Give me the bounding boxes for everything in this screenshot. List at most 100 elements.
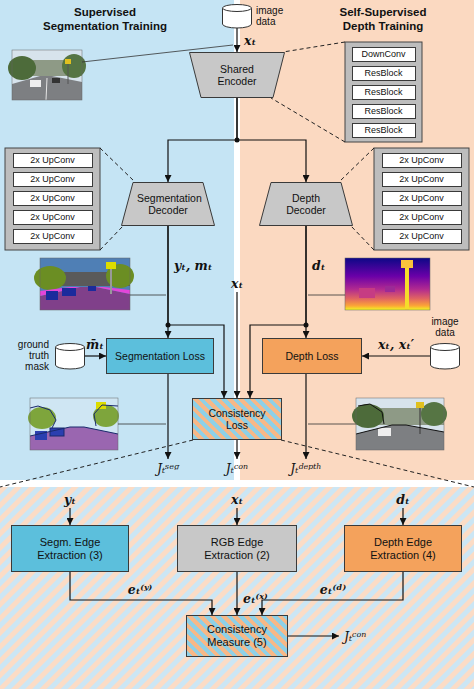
street-photo (65, 59, 71, 64)
loss-symbol: Jₜˢᵉᵍ (157, 461, 179, 476)
junction-dot (166, 138, 309, 328)
segmentation-image (46, 291, 58, 300)
node-label: Depth Decoder (275, 192, 337, 216)
street-photo (46, 78, 47, 100)
data-flow-arrow (70, 572, 212, 615)
callout-dashed-line (283, 42, 345, 52)
data-flow-arrow (262, 572, 403, 615)
node-label: 2x UpConv (30, 193, 75, 203)
segmentation-edge-image (30, 427, 118, 436)
signal-arrow (69, 508, 70, 525)
label-anchor: yₜ (64, 492, 76, 507)
layer-box: 2x UpConv (382, 191, 462, 206)
street-photo (356, 425, 444, 450)
segmentation-image (34, 266, 66, 290)
cylinder-shape (430, 343, 460, 369)
depth-image (345, 258, 430, 310)
signal-symbol: xₜ (244, 33, 256, 48)
signal-arrow (236, 440, 237, 459)
node-label: 2x UpConv (30, 174, 75, 184)
leader-line (308, 295, 345, 296)
signal-symbol: yₜ (64, 492, 76, 507)
node-label: 2x UpConv (399, 193, 444, 203)
signal-arrow (236, 292, 237, 398)
layer-box: 2x UpConv (382, 172, 462, 187)
edge-extraction-box: RGB Edge Extraction (2) (177, 525, 297, 572)
data-flow-arrow (236, 28, 237, 52)
segmentation-image (88, 286, 96, 291)
node-label: 2x UpConv (399, 231, 444, 241)
signal-symbol: eₜ⁽ʸ⁾ (128, 582, 153, 597)
callout-dashed-line (271, 98, 345, 142)
signal-arrow (236, 508, 237, 525)
node-label: Segm. Edge Extraction (3) (22, 536, 118, 561)
signal-symbol: xₜ (231, 276, 243, 291)
depth-image (345, 258, 430, 310)
node-label: 2x UpConv (399, 174, 444, 184)
signal-symbol: eₜ⁽ˣ⁾ (243, 591, 268, 606)
layer-box: DownConv (352, 47, 416, 62)
edge-label-anchor: m̄ₜ (86, 337, 104, 352)
street-photo (416, 402, 424, 408)
street-photo (352, 404, 384, 428)
node-label: 2x UpConv (399, 155, 444, 165)
detail-panel (0, 487, 474, 689)
node-label: ResBlock (364, 125, 402, 135)
layer-box: 2x UpConv (13, 210, 93, 225)
node-label: Depth Loss (285, 350, 338, 362)
node-label: 2x UpConv (30, 212, 75, 222)
image-database: image data (430, 343, 460, 369)
data-flow-arrow (237, 98, 306, 182)
label-anchor: xₜ (231, 276, 243, 291)
node-label: ground truth mask (3, 339, 49, 372)
decoder-callout (374, 148, 469, 250)
segmentation-edge-image (28, 407, 56, 429)
data-flow-arrow (168, 226, 224, 398)
panel-heading: Supervised Segmentation Training (35, 6, 175, 33)
label-anchor: Jₜᶜᵒⁿ (344, 629, 366, 644)
encoder-callout (345, 42, 422, 142)
street-photo (419, 404, 420, 434)
street-photo (352, 398, 447, 450)
layer-box: 2x UpConv (382, 210, 462, 225)
callout-dashed-line (100, 42, 374, 250)
layer-box: 2x UpConv (13, 229, 93, 244)
encoder-block: Shared Encoder (189, 52, 285, 98)
callout-dashed-line (351, 226, 374, 250)
depth-image (405, 262, 409, 310)
trapezoid-outline (190, 53, 285, 98)
signal-symbol: xₜ (231, 492, 243, 507)
loss-symbol: Jₜᶜᵒⁿ (344, 629, 366, 644)
signal-symbol: m̄ₜ (86, 337, 104, 352)
label-anchor: Jₜᵈᵉᵖᵗʰ (290, 461, 321, 476)
street-photo (421, 402, 447, 426)
depth-image (345, 258, 430, 310)
signal-arrow (70, 292, 403, 636)
panel-heading: Self-Supervised Depth Training (328, 6, 438, 33)
leader-line (130, 295, 166, 296)
layer-box: ResBlock (352, 66, 416, 81)
data-flow-arrow (236, 572, 237, 615)
edge-label-anchor: eₜ⁽ᵈ⁾ (320, 582, 346, 597)
layer-box: 2x UpConv (382, 229, 462, 244)
loss-box: Consistency Loss (192, 398, 282, 440)
leader-line (308, 424, 356, 425)
edge-label-anchor: xₜ (244, 33, 256, 48)
node-label: DownConv (361, 49, 405, 59)
node-label: Consistency Measure (5) (195, 623, 279, 648)
node-label: 2x UpConv (30, 155, 75, 165)
edge-label-anchor: xₜ, xₜ′ (378, 337, 414, 352)
mask-database: ground truth mask (55, 343, 85, 369)
loss-box: Segmentation Loss (106, 338, 214, 374)
edge-label-anchor: yₜ, mₜ (174, 258, 212, 273)
callout-dashed-line (100, 226, 123, 250)
segmentation-edge-image (50, 428, 64, 436)
cylinder-top (56, 344, 85, 351)
signal-symbol: xₜ, xₜ′ (378, 337, 414, 352)
loss-symbol: Jₜᶜᵒⁿ (226, 461, 248, 476)
loss-box: Depth Loss (262, 338, 362, 374)
segmentation-edge-image (28, 398, 119, 450)
leader-line (82, 45, 233, 62)
depth-image (401, 260, 413, 268)
